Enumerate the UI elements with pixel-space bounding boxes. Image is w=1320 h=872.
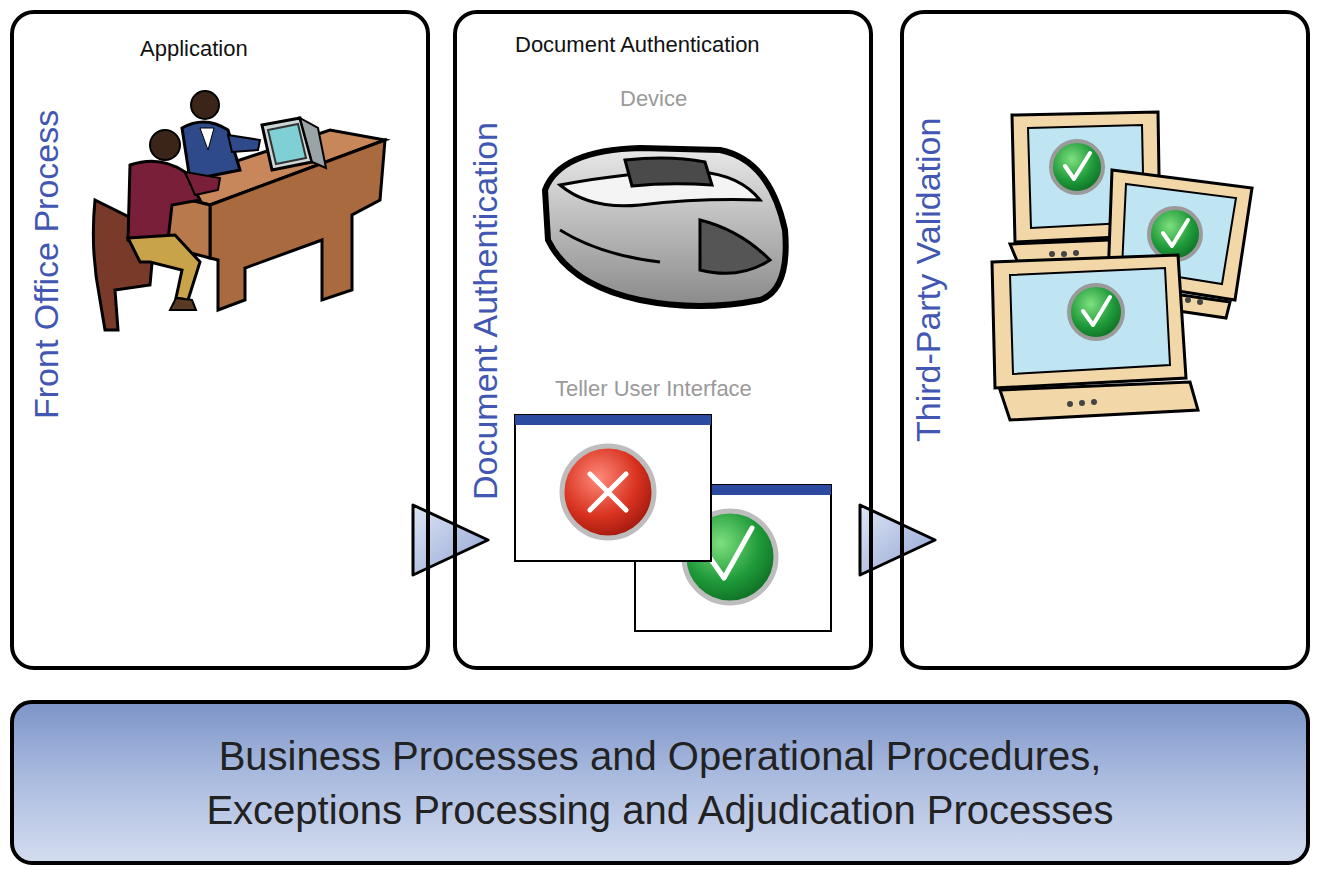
process-panel: Document AuthenticationDocument Authenti… xyxy=(453,10,873,670)
foundation-band: Business Processes and Operational Proce… xyxy=(10,700,1310,865)
part-label: Teller User Interface xyxy=(555,376,752,402)
section-heading: Document Authentication xyxy=(515,32,760,58)
part-label: Device xyxy=(620,86,687,112)
flow-arrow xyxy=(430,540,453,541)
computer-icon xyxy=(992,255,1198,420)
arrow-line xyxy=(430,539,453,542)
process-panel: Third-Party Validation xyxy=(900,10,1310,670)
panel-title: Third-Party Validation xyxy=(908,118,948,442)
arrow-line xyxy=(873,539,900,542)
section-heading: Application xyxy=(140,36,248,62)
process-panel: Front Office Process Application xyxy=(10,10,430,670)
arrow-head xyxy=(413,505,488,575)
flow-arrow xyxy=(873,540,900,541)
panel-title: Front Office Process xyxy=(26,110,66,419)
panel-title: Document Authentication xyxy=(465,122,505,500)
band-text: Business Processes and Operational Proce… xyxy=(120,729,1200,837)
